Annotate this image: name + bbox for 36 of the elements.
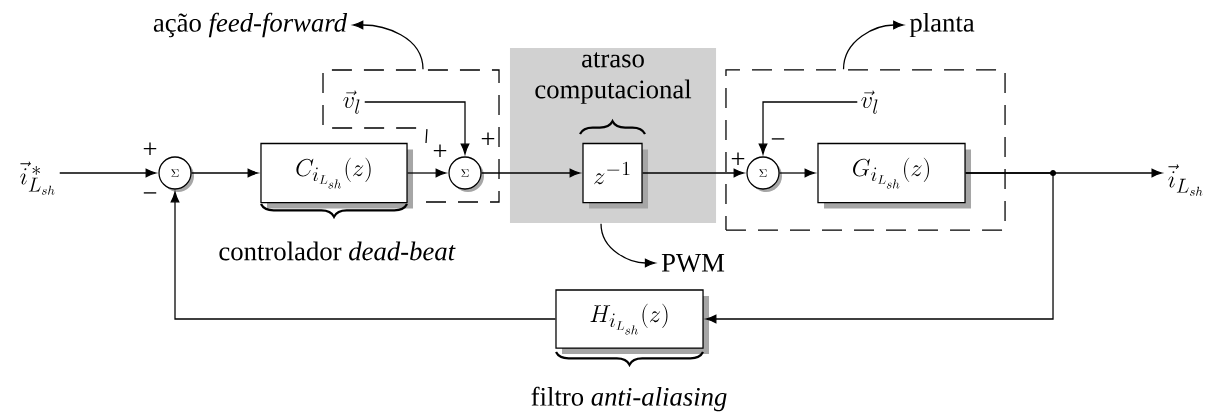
annotation-text: PWM xyxy=(661,254,725,272)
annotation-text: ação feed-forward xyxy=(153,12,348,38)
arrow xyxy=(758,101,858,155)
summing-junction: $\Sigma$ xyxy=(448,156,484,192)
summing-junction: $\Sigma$ xyxy=(158,156,194,192)
sign-label: − xyxy=(143,192,157,194)
arrow xyxy=(705,172,1054,324)
curved-arrow xyxy=(600,223,656,268)
sign-label: + xyxy=(433,144,447,157)
curved-arrow xyxy=(842,20,904,70)
signal-label: $\vec{i}^{\,*}_{L_{sh}}$ xyxy=(20,161,55,195)
transfer-block: $G_{i_{L_{sh}}}(z)$ xyxy=(817,142,971,209)
arrow xyxy=(779,168,816,178)
arrow xyxy=(191,168,259,178)
summing-junction: $\Sigma$ xyxy=(746,156,782,192)
transfer-block: $C_{i_{L_{sh}}}(z)$ xyxy=(260,142,413,209)
transfer-block: $H_{i_{L_{sh}}}(z)$ xyxy=(555,289,709,354)
annotation-text: planta xyxy=(909,12,975,38)
brace-caption: controlador dead-beat xyxy=(219,241,456,261)
arrow xyxy=(364,101,470,155)
sign-label: − xyxy=(771,138,785,140)
sign-label: + xyxy=(731,152,745,165)
sign-label: + xyxy=(481,132,495,145)
curved-arrow xyxy=(352,20,424,70)
transfer-block: $z^{-1}$ xyxy=(582,142,648,209)
dashed-region xyxy=(725,69,1006,231)
arrow xyxy=(481,168,581,178)
arrow xyxy=(59,168,157,178)
arrow xyxy=(407,168,447,178)
sign-label: + xyxy=(143,142,157,155)
arrow xyxy=(642,168,745,178)
brace-caption: filtro anti-aliasing xyxy=(531,386,727,412)
arrow xyxy=(170,191,556,320)
signal-label: $\vec{v}_l$ xyxy=(343,90,360,114)
signal-label: $\vec{v}_l$ xyxy=(861,90,878,114)
signal-label: $\vec{i}_{L_{sh}}$ xyxy=(1168,164,1203,196)
